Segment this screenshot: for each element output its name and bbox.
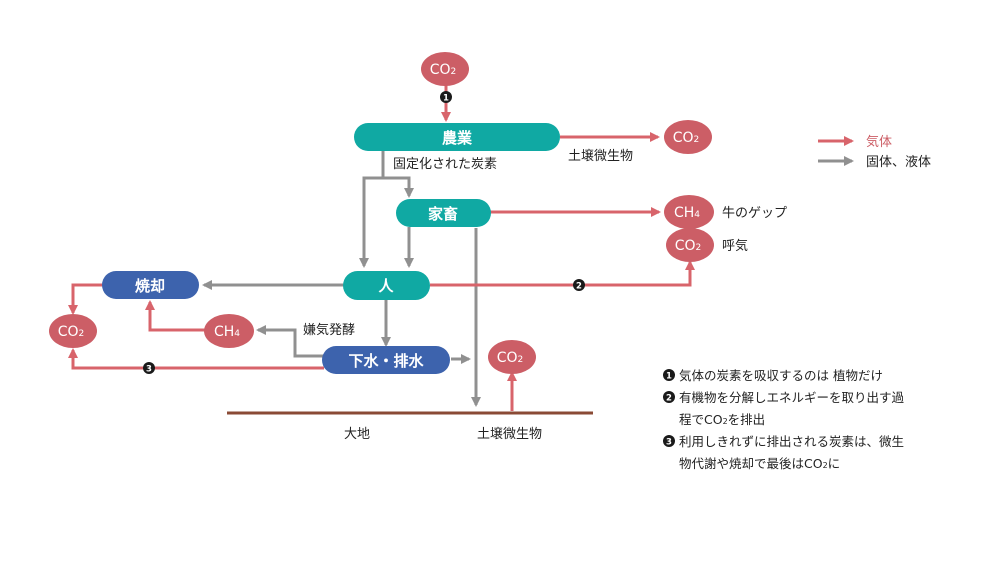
label-earth: 大地	[344, 427, 370, 442]
svg-text:CO2: CO2	[675, 238, 702, 254]
node-incineration: 焼却	[102, 271, 199, 299]
gas-co2-top: CO2	[421, 52, 469, 86]
svg-text:CO2: CO2	[430, 62, 457, 78]
gas-co2-respiration: CO2	[666, 228, 714, 262]
arrow-human-to-co2	[430, 260, 695, 287]
label-fixed-carbon: 固定化された炭素	[393, 157, 497, 172]
gas-flow-arrows	[68, 84, 695, 411]
node-livestock: 家畜	[396, 199, 491, 227]
badge-2: 2	[573, 279, 585, 292]
label-cow-burp: 牛のゲップ	[722, 206, 787, 221]
note-3-line2: 物代謝や焼却で最後はCO2に	[679, 456, 840, 471]
gas-ch4-livestock: CH4	[664, 195, 714, 229]
svg-text:CH4: CH4	[674, 205, 700, 221]
node-human: 人	[343, 271, 430, 300]
node-agriculture: 農業	[354, 123, 560, 151]
arrow-agri-to-livestock	[383, 176, 414, 198]
gas-co2-soil-top: CO2	[664, 120, 712, 154]
note-2-line1: 有機物を分解しエネルギーを取り出す過	[679, 390, 905, 405]
legend-solid-label: 固体、液体	[866, 155, 931, 170]
arrow-sewage-to-co2	[68, 348, 324, 370]
arrow-agri-to-human	[359, 150, 385, 268]
node-sewage: 下水・排水	[322, 346, 450, 374]
svg-text:3: 3	[666, 438, 672, 448]
svg-text:CO2: CO2	[673, 130, 700, 146]
arrow-incineration-to-co2	[68, 283, 103, 315]
gas-ch4-sewage: CH4	[204, 314, 254, 348]
svg-text:CO2: CO2	[497, 350, 524, 366]
legend-gas-label: 気体	[866, 134, 892, 150]
svg-text:3: 3	[146, 365, 152, 375]
label-methane-fermentation: 嫌気発酵	[303, 322, 355, 338]
svg-text:2: 2	[666, 394, 672, 404]
svg-text:CO2: CO2	[58, 324, 85, 340]
gas-co2-soil-bottom: CO2	[488, 340, 536, 374]
node-incineration-label: 焼却	[135, 277, 165, 295]
svg-text:1: 1	[666, 372, 672, 382]
label-respiration: 呼気	[722, 238, 748, 254]
label-soil-microbes-bottom: 土壌微生物	[477, 427, 542, 442]
svg-text:1: 1	[443, 94, 449, 104]
svg-text:CH4: CH4	[214, 324, 240, 340]
badge-1: 1	[440, 91, 452, 104]
solid-flow-arrows	[202, 150, 481, 407]
node-human-label: 人	[378, 277, 394, 295]
node-livestock-label: 家畜	[428, 205, 458, 223]
legend: 気体 固体、液体	[818, 134, 931, 170]
node-sewage-label: 下水・排水	[348, 352, 424, 370]
svg-text:2: 2	[576, 282, 582, 292]
arrow-ch4-to-incineration	[145, 300, 205, 332]
note-2-line2: 程でCO2を排出	[679, 412, 765, 427]
node-agriculture-label: 農業	[442, 129, 473, 147]
note-1: 気体の炭素を吸収するのは 植物だけ	[679, 368, 883, 383]
label-soil-microbes-top: 土壌微生物	[568, 149, 633, 164]
notes: 1 気体の炭素を吸収するのは 植物だけ 2 有機物を分解しエネルギーを取り出す過…	[663, 368, 905, 471]
arrow-sewage-to-ch4	[256, 325, 324, 358]
note-3-line1: 利用しきれずに排出される炭素は、微生	[679, 434, 904, 449]
badge-3: 3	[143, 362, 155, 375]
gas-co2-left: CO2	[49, 314, 97, 348]
